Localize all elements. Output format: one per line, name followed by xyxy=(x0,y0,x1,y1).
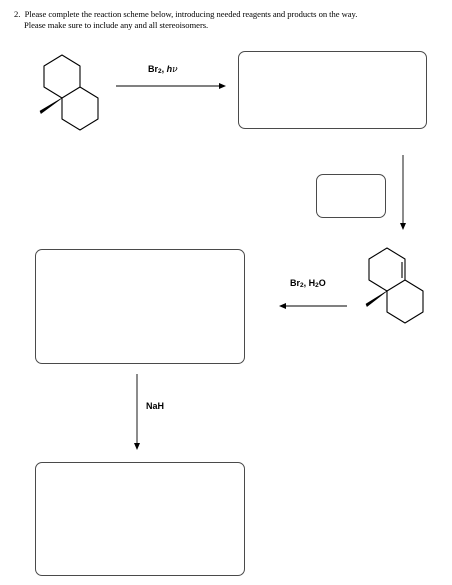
methyl-wedge-icon xyxy=(365,290,388,307)
methyl-wedge-icon xyxy=(39,97,63,114)
alkene-molecule xyxy=(365,247,424,324)
starting-material-molecule xyxy=(39,54,99,131)
question-line-1: 2. Please complete the reaction scheme b… xyxy=(14,9,358,19)
answer-box-reagent-2[interactable] xyxy=(316,174,386,218)
reagent-label-step-4: NaH xyxy=(146,401,165,411)
question-text: 2. Please complete the reaction scheme b… xyxy=(14,9,444,31)
reagent-label-step-3: Br2, H2O xyxy=(290,278,326,289)
answer-box-product-4[interactable] xyxy=(35,462,245,576)
question-line-2: Please make sure to include any and all … xyxy=(24,20,209,30)
reagent-label-step-1: Br2, hν xyxy=(148,64,178,75)
answer-box-product-1[interactable] xyxy=(238,51,427,129)
answer-box-product-3[interactable] xyxy=(35,249,245,364)
